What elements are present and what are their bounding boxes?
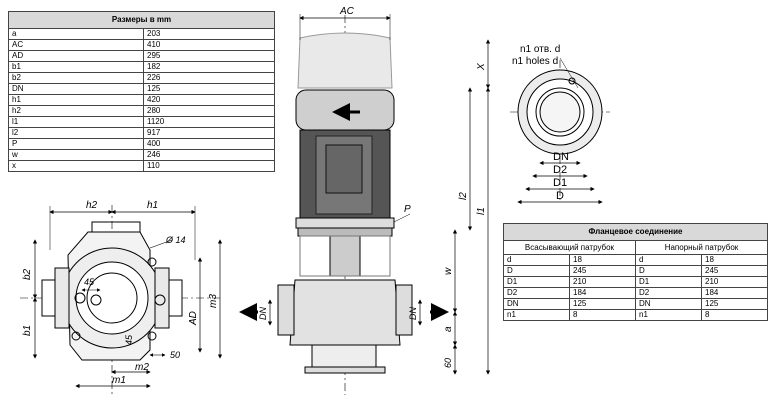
label-l2: l2 <box>458 192 469 200</box>
label-h2: h2 <box>86 200 98 211</box>
dimensions-table-header: Размеры в mm <box>8 11 275 29</box>
label-AC: AC <box>339 6 355 17</box>
label-n1-en: n1 holes d <box>512 56 558 67</box>
label-DN-right: DN <box>408 307 418 320</box>
label-b1: b1 <box>22 325 33 336</box>
label-m3: m3 <box>208 294 219 308</box>
label-60: 60 <box>443 358 453 368</box>
label-h1: h1 <box>147 200 158 211</box>
top-view <box>20 205 223 395</box>
dimensions-cell-key: x <box>8 160 144 172</box>
dimensions-cell-value: 110 <box>143 160 275 172</box>
label-AD: AD <box>188 311 199 326</box>
label-flange-D: D <box>556 190 564 202</box>
label-flange-D1: D1 <box>553 177 567 189</box>
label-45-top: 45 <box>84 277 95 287</box>
label-flange-DN: DN <box>553 151 569 163</box>
front-view <box>239 14 491 395</box>
label-b2: b2 <box>22 268 33 280</box>
flange-cell-v2: 8 <box>701 309 768 321</box>
label-phi14: Ø 14 <box>165 235 186 245</box>
label-P: P <box>404 204 411 215</box>
flange-table-header: Фланцевое соединение <box>503 223 768 241</box>
label-DN-left: DN <box>258 307 268 320</box>
label-50: 50 <box>170 350 180 360</box>
label-45-bottom: 45 <box>124 334 134 345</box>
flange-cell-k2: n1 <box>635 309 702 321</box>
label-w: w <box>443 267 454 275</box>
label-m2: m2 <box>135 362 149 373</box>
flange-view <box>510 57 610 205</box>
flange-table: Фланцевое соединение Всасывающий патрубо… <box>503 223 768 321</box>
label-a: a <box>443 326 454 332</box>
label-l1: l1 <box>476 207 487 215</box>
label-n1-ru: n1 отв. d <box>520 44 560 55</box>
label-m1: m1 <box>112 375 126 386</box>
label-x: X <box>476 63 487 71</box>
label-flange-D2: D2 <box>553 164 567 176</box>
